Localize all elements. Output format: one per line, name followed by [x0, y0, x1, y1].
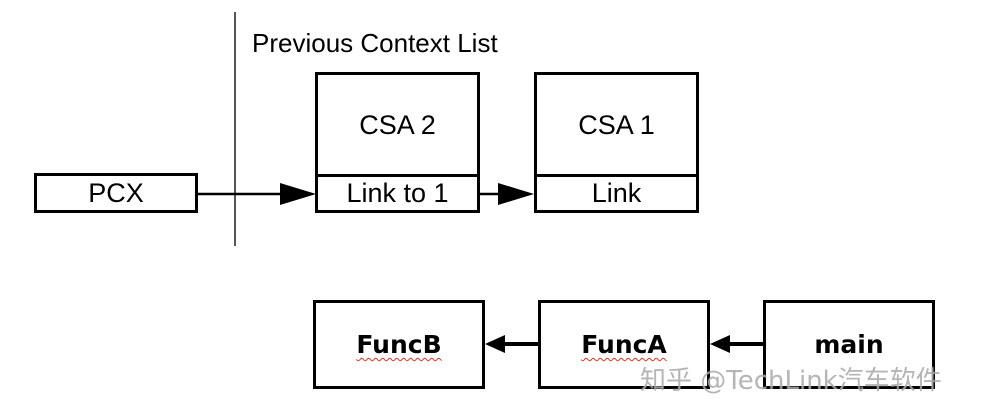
csa2-link-cell: Link to 1: [318, 177, 477, 210]
funcb-label: FuncB: [356, 330, 442, 359]
arrowhead-csa2-to-csa1: [498, 183, 534, 205]
csa2-separator: [318, 174, 477, 177]
funca-label: FuncA: [581, 330, 667, 359]
arrowhead-main-to-funca: [710, 335, 730, 353]
csa1-title-text: CSA 1: [578, 110, 655, 140]
main-label: main: [814, 330, 884, 359]
previous-context-list-title: Previous Context List: [252, 28, 498, 58]
arrowhead-pcx-to-csa2: [280, 183, 316, 205]
csa1-link-text: Link: [591, 178, 642, 208]
csa1-title: CSA 1: [537, 75, 696, 176]
csa2-box: CSA 2 Link to 1: [315, 72, 480, 213]
watermark-text: 知乎 @TechLink汽车软件: [640, 366, 942, 396]
funca-box: FuncA: [538, 300, 710, 389]
funcb-box: FuncB: [313, 300, 485, 389]
csa1-box: CSA 1 Link: [534, 72, 699, 213]
arrowhead-funca-to-funcb: [485, 335, 505, 353]
main-box: main: [763, 300, 935, 389]
pcx-box: PCX: [34, 173, 198, 213]
csa1-link-cell: Link: [537, 177, 696, 210]
csa2-title: CSA 2: [318, 75, 477, 176]
csa1-separator: [537, 174, 696, 177]
pcx-label: PCX: [88, 177, 144, 208]
csa2-title-text: CSA 2: [359, 110, 436, 140]
csa2-link-text: Link to 1: [346, 178, 449, 208]
divider-line: [234, 12, 236, 246]
